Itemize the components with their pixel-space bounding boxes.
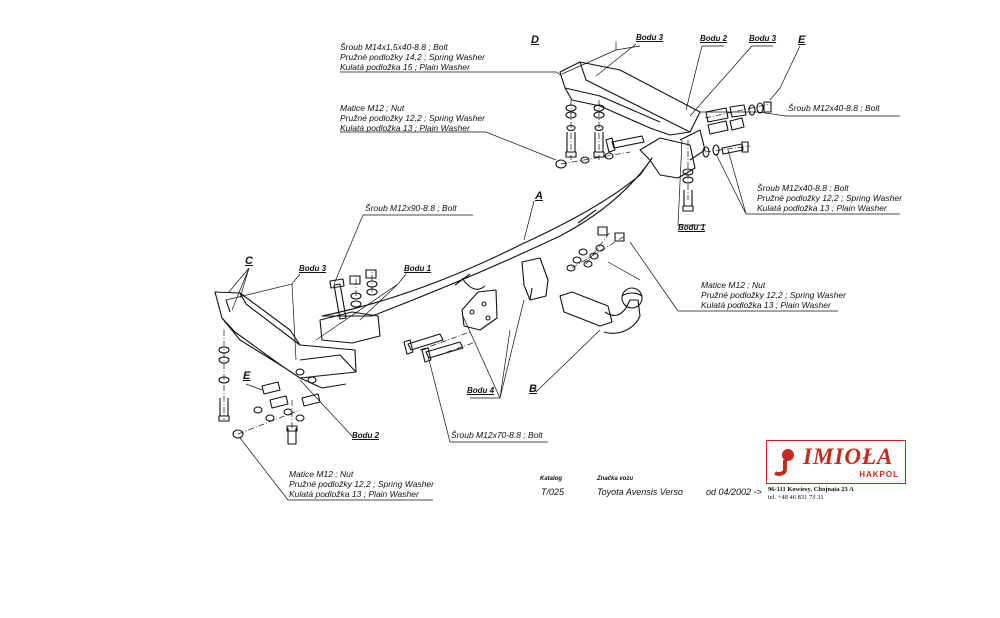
note-bottom-bolt: Šroub M12x70-8.8 ; Bolt (451, 430, 543, 440)
brand-name: IMIOŁA (803, 444, 894, 469)
catalog-heading: Katalog (540, 476, 563, 482)
note-line: Kulatá podložka 13 ; Plain Washer (289, 489, 419, 499)
note-top-bolt: Šroub M14x1,5x40-8.8 ; Bolt Pružné podlo… (340, 42, 485, 72)
part-label-c: C (245, 255, 253, 267)
note-line: Kulatá podložka 13 ; Plain Washer (701, 300, 831, 310)
point-label-bodu1-right: Bodu 1 (678, 223, 706, 232)
note-right-bolt-single: Šroub M12x40-8.8 ; Bolt (788, 103, 880, 113)
crossbar (321, 157, 653, 317)
vehicle-heading: Značka vozu (597, 476, 634, 482)
fastener-stack (555, 104, 614, 169)
point-label-bodu2-left: Bodu 2 (352, 431, 380, 440)
note-left-bolt: Šroub M12x90-8.8 ; Bolt (365, 203, 457, 213)
note-line: Kulatá podložka 13 ; Plain Washer (757, 203, 887, 213)
point-label-bodu1-left: Bodu 1 (404, 264, 432, 273)
tow-ball (621, 287, 643, 309)
note-line: Matice M12 ; Nut (340, 103, 405, 113)
brand-sub: HAKPOL (859, 470, 899, 479)
point-label-bodu3-top-left: Bodu 3 (636, 33, 664, 42)
note-line: Šroub M12x40-8.8 ; Bolt (757, 183, 849, 193)
part-label-b: B (529, 383, 537, 395)
note-line: Pružné podložky 12,2 ; Spring Washer (340, 113, 485, 123)
part-label-a: A (535, 190, 543, 202)
right-bracket (559, 61, 701, 136)
note-line: Kulatá podložka 15 ; Plain Washer (340, 62, 470, 72)
towball-logo-icon (774, 449, 794, 476)
note-line: Kulatá podložka 13 ; Plain Washer (340, 123, 470, 133)
part-label-e-left: E (243, 370, 251, 382)
point-label-bodu3-top: Bodu 3 (749, 34, 777, 43)
note-top-nut: Matice M12 ; Nut Pružné podložky 12,2 ; … (340, 103, 485, 133)
note-line: Matice M12 ; Nut (289, 469, 354, 479)
company-phone: tel. +48 46 831 73 31 (768, 494, 824, 501)
note-right-bolt: Šroub M12x40-8.8 ; Bolt Pružné podložky … (757, 183, 902, 213)
note-bottom-nut: Matice M12 ; Nut Pružné podložky 12,2 ; … (289, 469, 434, 499)
note-line: Šroub M14x1,5x40-8.8 ; Bolt (340, 42, 448, 52)
catalog-number: T/025 (541, 487, 565, 497)
production-date: od 04/2002 -> (706, 487, 762, 497)
center-plate (521, 257, 549, 301)
company-address: 96-111 Kowiesy, Chojnata 23 A (768, 486, 854, 493)
part-label-e-right: E (798, 34, 806, 46)
note-line: Matice M12 ; Nut (701, 280, 766, 290)
note-line: Pružné podložky 12,2 ; Spring Washer (701, 290, 846, 300)
vehicle-model: Toyota Avensis Verso (597, 487, 683, 497)
company-logo: IMIOŁA HAKPOL (766, 440, 906, 484)
note-line: Pružné podložky 14,2 ; Spring Washer (340, 52, 485, 62)
point-label-bodu4: Bodu 4 (467, 386, 495, 395)
ball-neck (559, 291, 613, 327)
note-line: Pružné podložky 12,2 ; Spring Washer (289, 479, 434, 489)
note-mid-nut: Matice M12 ; Nut Pružné podložky 12,2 ; … (701, 280, 846, 310)
left-bracket (214, 291, 357, 379)
part-label-d: D (531, 34, 539, 46)
point-label-bodu3-left: Bodu 3 (299, 264, 327, 273)
point-label-bodu2-top: Bodu 2 (700, 34, 728, 43)
note-line: Pružné podložky 12,2 ; Spring Washer (757, 193, 902, 203)
